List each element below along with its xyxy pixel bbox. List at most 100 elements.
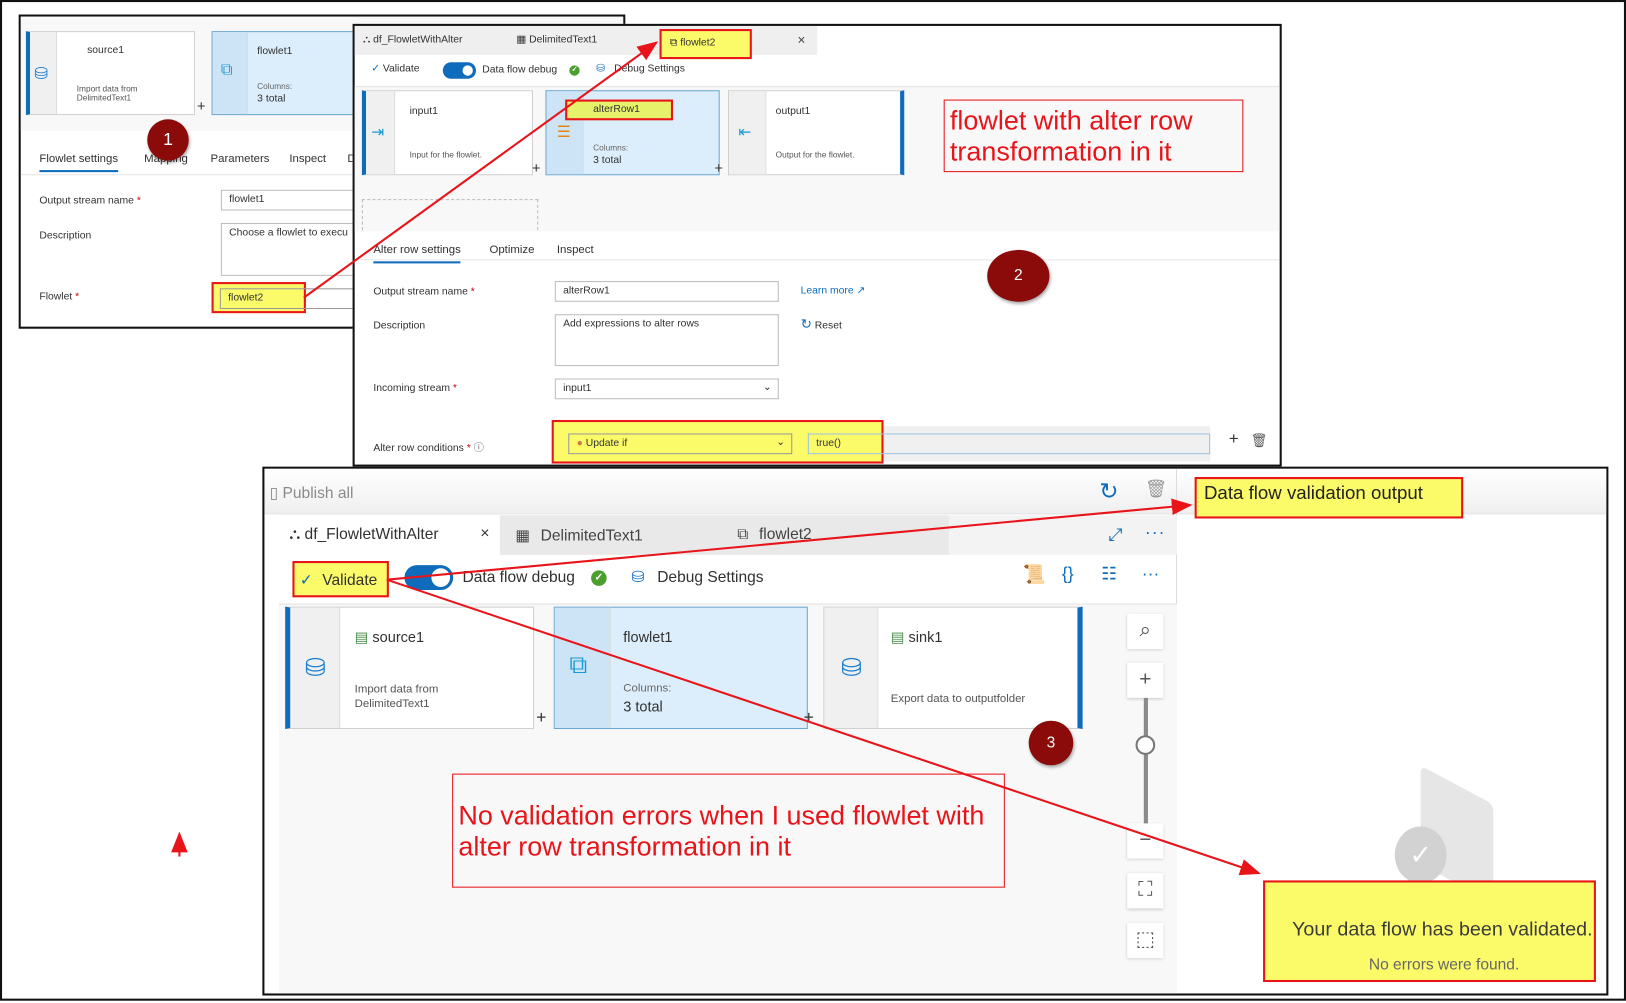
- code-icon[interactable]: {}: [1061, 564, 1074, 584]
- required-mark: *: [452, 382, 457, 395]
- dataflow-icon: ⛬: [362, 34, 371, 46]
- close-tab-icon[interactable]: ×: [480, 524, 490, 543]
- input1-node[interactable]: ⇥ input1 Input for the flowlet.: [361, 90, 534, 176]
- label-text: Flowlet: [39, 291, 73, 303]
- discard-icon[interactable]: 🗑: [1144, 479, 1168, 499]
- tab-df-flowletwithalter[interactable]: ⛬ df_FlowletWithAlter: [363, 34, 462, 45]
- incoming-stream-select[interactable]: input1⌄: [554, 378, 779, 400]
- alter-row-conditions-label: Alter row conditions * ⓘ: [373, 439, 484, 455]
- zoom-slider-thumb[interactable]: [1135, 735, 1156, 755]
- tab-inspect[interactable]: Inspect: [289, 152, 327, 165]
- condition-type-select[interactable]: ● Update if⌄: [568, 433, 793, 455]
- add-transform-button[interactable]: +: [536, 707, 547, 727]
- flowlet2-window: ⛬ df_FlowletWithAlter ▦ DelimitedText1 ⧉…: [352, 23, 1282, 467]
- tab-inspect[interactable]: Inspect: [556, 243, 594, 257]
- condition-highlight: [551, 419, 884, 464]
- tab-alter-row-settings[interactable]: Alter row settings: [373, 244, 461, 264]
- tab-label: DelimitedText1: [540, 526, 643, 545]
- properties-icon[interactable]: ☷: [1101, 564, 1118, 584]
- script-icon[interactable]: 📜: [1022, 564, 1046, 585]
- node-desc: Export data to outputfolder: [890, 692, 1026, 706]
- debug-settings-button[interactable]: ⛁ Debug Settings: [632, 567, 764, 586]
- required-mark: *: [470, 286, 475, 298]
- sink-icon: ⛁: [841, 654, 862, 683]
- zoom-slider-track[interactable]: [1143, 697, 1148, 825]
- add-transform-button[interactable]: +: [531, 159, 541, 177]
- condition-expression-input[interactable]: true(): [807, 433, 1211, 455]
- output-stream-input[interactable]: alterRow1: [554, 281, 779, 302]
- output1-node[interactable]: ⇤ output1 Output for the flowlet.: [727, 90, 905, 176]
- link-label: Learn more: [800, 285, 854, 297]
- validation-message: Your data flow has been validated.: [1292, 918, 1593, 941]
- data-flow-debug-toggle[interactable]: [442, 62, 476, 79]
- reset-button[interactable]: ↻ Reset: [801, 316, 842, 333]
- node-name: ▤ source1: [355, 628, 424, 646]
- node-name: input1: [409, 105, 438, 118]
- tab-df-flowletwithalter[interactable]: ⛬ df_FlowletWithAlter×: [278, 515, 500, 555]
- source1-node[interactable]: ⛁ source1 Import data from DelimitedText…: [25, 31, 195, 116]
- flowlet-icon: ⧉: [737, 525, 749, 544]
- tab-optimize[interactable]: Optimize: [489, 243, 535, 257]
- annotation-no-validation-errors: No validation errors when I used flowlet…: [452, 773, 1005, 888]
- tab-flowlet2[interactable]: ⧉ flowlet2: [737, 526, 811, 544]
- flowlet-label: Flowlet *: [39, 291, 79, 302]
- tab-label: flowlet2: [680, 37, 716, 49]
- debug-settings-button[interactable]: ⛁ Debug Settings: [596, 63, 685, 74]
- flowlet1-node[interactable]: ⧉ flowlet1 Columns: 3 total: [553, 606, 808, 730]
- add-transform-button[interactable]: +: [197, 97, 206, 115]
- check-icon: ✓: [299, 571, 313, 590]
- step-badge-1: 1: [147, 119, 189, 161]
- publish-all-button[interactable]: ▯ Publish all: [270, 483, 354, 502]
- source-icon: ⛁: [34, 65, 49, 83]
- validate-button[interactable]: ✓ Validate: [292, 561, 389, 598]
- incoming-stream-label: Incoming stream *: [373, 383, 457, 394]
- output-stream-label: Output stream name *: [39, 195, 140, 206]
- select-value: Update if: [585, 437, 628, 450]
- learn-more-link[interactable]: Learn more ↗: [801, 285, 866, 296]
- tab-flowlet-settings[interactable]: Flowlet settings: [39, 152, 119, 173]
- flowlet1-node[interactable]: ⧉ flowlet1 Columns: 3 total: [211, 31, 378, 116]
- description-label: Description: [373, 320, 426, 332]
- add-transform-button[interactable]: +: [803, 707, 814, 727]
- node-name: flowlet1: [257, 45, 293, 58]
- external-link-icon: ↗: [856, 285, 866, 297]
- zoom-in-button[interactable]: +: [1127, 662, 1164, 698]
- expand-icon[interactable]: ⤢: [1108, 524, 1123, 545]
- tab-label: df_FlowletWithAlter: [304, 525, 439, 544]
- validate-button[interactable]: ✓ Validate: [371, 63, 419, 74]
- tab-more[interactable]: D: [347, 152, 356, 165]
- select-cursor-icon: ⬚: [1135, 928, 1156, 951]
- zoom-search-button[interactable]: ⌕: [1127, 613, 1164, 650]
- tab-delimitedtext1[interactable]: ▦ DelimitedText1: [516, 34, 597, 45]
- validation-output-title: Data flow validation output: [1194, 477, 1464, 519]
- refresh-icon[interactable]: ↻: [1099, 478, 1119, 504]
- table-icon: ▦: [516, 34, 527, 46]
- tab-parameters[interactable]: Parameters: [210, 152, 270, 165]
- node-desc: Output for the flowlet.: [775, 150, 855, 160]
- more-options-icon[interactable]: ···: [1144, 522, 1166, 543]
- debug-status-check-icon: ✓: [569, 65, 580, 76]
- tab-delimitedtext1[interactable]: ▦ DelimitedText1: [515, 526, 642, 545]
- add-transform-button[interactable]: +: [714, 159, 723, 177]
- more-options-icon[interactable]: ···: [1141, 564, 1160, 584]
- source1-node[interactable]: ⛁ ▤ source1 Import data from DelimitedTe…: [285, 606, 535, 730]
- columns-label: Columns:: [257, 81, 293, 92]
- badge-number: 2: [1014, 266, 1023, 285]
- sink1-node[interactable]: ⛁ ▤ sink1 Export data to outputfolder: [823, 606, 1083, 730]
- debug-label: Data flow debug: [482, 64, 558, 76]
- tab-flowlet2[interactable]: ⧉ flowlet2: [659, 29, 752, 60]
- arrow-validate-to-output: [386, 498, 1193, 581]
- close-tab-icon[interactable]: ×: [797, 32, 806, 48]
- button-label: Validate: [382, 63, 420, 75]
- label-text: Output stream name: [39, 194, 134, 207]
- button-label: Reset: [814, 320, 842, 332]
- delete-condition-icon[interactable]: 🗑: [1250, 432, 1268, 448]
- required-mark: *: [466, 442, 471, 455]
- required-mark: *: [136, 194, 141, 207]
- columns-label: Columns:: [623, 682, 672, 695]
- multi-select-button[interactable]: ⬚: [1127, 922, 1164, 959]
- add-condition-icon[interactable]: +: [1228, 430, 1239, 448]
- zoom-to-fit-button[interactable]: ⛶: [1127, 873, 1164, 909]
- description-textarea[interactable]: Add expressions to alter rows: [554, 314, 779, 367]
